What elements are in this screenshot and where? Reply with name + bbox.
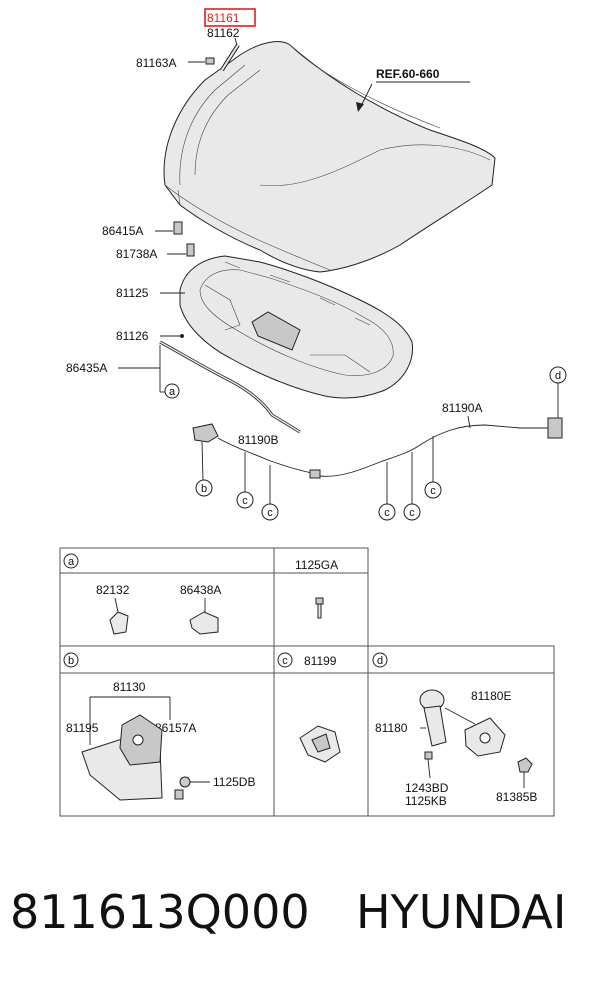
label-81190A[interactable]: 81190A	[442, 401, 482, 415]
hood-latch-assembly	[81, 696, 210, 801]
callout-c4-circle[interactable]	[403, 503, 421, 521]
hood-weatherstrip	[159, 340, 301, 434]
callout-c4[interactable]: c	[409, 507, 415, 519]
label-81125[interactable]: 81125	[116, 286, 149, 300]
clip-86438A	[189, 598, 219, 635]
callout-c3-circle[interactable]	[378, 503, 396, 521]
label-ref[interactable]: REF.60-660	[376, 67, 440, 81]
callout-d-circle[interactable]	[549, 366, 567, 384]
table-part-82132[interactable]: 82132	[96, 583, 130, 597]
label-81126[interactable]: 81126	[116, 329, 149, 343]
hood-insulator	[179, 255, 414, 399]
table-part-1125KB[interactable]: 1125KB	[405, 794, 447, 808]
release-cable	[217, 417, 563, 479]
table-header-b: b	[68, 655, 74, 667]
callout-c1[interactable]: c	[242, 495, 248, 507]
callout-c3[interactable]: c	[384, 507, 390, 519]
table-part-81385B[interactable]: 81385B	[496, 790, 537, 804]
footer-brand: HYUNDAI	[356, 885, 566, 939]
callout-c2[interactable]: c	[267, 507, 273, 519]
clip-82132	[109, 597, 129, 635]
callout-d[interactable]: d	[555, 370, 561, 382]
table-part-86438A[interactable]: 86438A	[180, 583, 221, 597]
callout-c1-circle[interactable]	[236, 491, 254, 509]
table-part-1243BD[interactable]: 1243BD	[405, 781, 449, 795]
table-header-a: a	[68, 556, 75, 568]
callout-a-circle[interactable]	[164, 383, 180, 399]
label-86415A[interactable]: 86415A	[102, 224, 143, 238]
hood-latch-left	[192, 423, 219, 481]
callout-b[interactable]: b	[201, 483, 207, 495]
table-part-81180E[interactable]: 81180E	[471, 689, 511, 703]
hood-stay-rod	[188, 37, 240, 72]
bolt-1125GA	[315, 597, 324, 619]
table-part-81130[interactable]: 81130	[113, 680, 146, 694]
hood-panel	[163, 41, 496, 273]
callout-a[interactable]: a	[169, 386, 176, 398]
cable-clip-81199	[299, 725, 341, 763]
table-header-d: d	[377, 655, 383, 667]
table-header-c: c	[282, 655, 288, 667]
table-part-81199[interactable]: 81199	[304, 654, 337, 668]
callout-c5-circle[interactable]	[424, 481, 442, 499]
footer-part-number: 811613Q000	[10, 885, 310, 939]
callout-c2-circle[interactable]	[261, 503, 279, 521]
callout-c5[interactable]: c	[430, 485, 436, 497]
label-81738A[interactable]: 81738A	[116, 247, 157, 261]
callout-b-circle[interactable]	[195, 479, 213, 497]
table-part-86157A[interactable]: 86157A	[155, 721, 196, 735]
release-handle-assembly	[419, 689, 533, 788]
parts-table	[59, 547, 555, 817]
label-81162[interactable]: 81162	[207, 26, 240, 40]
label-81190B[interactable]: 81190B	[238, 433, 278, 447]
label-81163A[interactable]: 81163A	[136, 56, 176, 70]
label-81161[interactable]: 81161	[207, 11, 240, 25]
table-part-81195[interactable]: 81195	[66, 721, 99, 735]
table-part-81180[interactable]: 81180	[375, 721, 408, 735]
label-86435A[interactable]: 86435A	[66, 361, 107, 375]
highlight-box	[204, 8, 256, 27]
table-part-1125GA[interactable]: 1125GA	[295, 558, 338, 572]
table-part-1125DB[interactable]: 1125DB	[213, 775, 255, 789]
